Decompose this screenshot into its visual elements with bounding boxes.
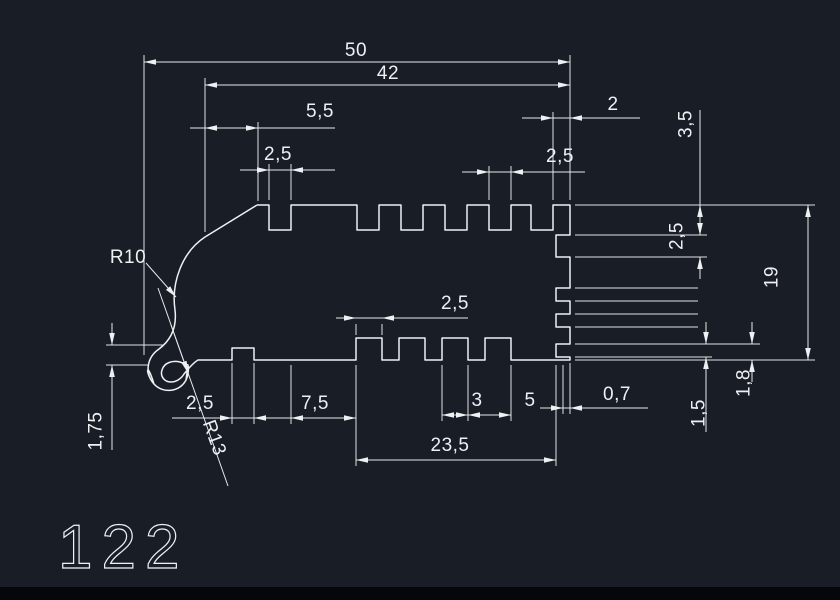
- dimension-text: 50 42 5,5 2,5 2 2,5 2,5 0,7 3 5 23,5 7,5…: [86, 40, 783, 459]
- dim-1-5-right[interactable]: 1,5: [689, 399, 710, 427]
- dim-42[interactable]: 42: [377, 63, 399, 84]
- dim-0-7[interactable]: 0,7: [603, 384, 631, 405]
- dim-2-5-right[interactable]: 2,5: [667, 222, 688, 250]
- window-bottom-edge: [0, 587, 840, 600]
- dim-2-5-top-right[interactable]: 2,5: [546, 146, 574, 167]
- dim-2-5-top-left[interactable]: 2,5: [264, 144, 292, 165]
- dim-2-top-right[interactable]: 2: [607, 94, 618, 115]
- dim-3-5-right[interactable]: 3,5: [676, 110, 697, 138]
- dim-1-8-right[interactable]: 1,8: [734, 369, 755, 397]
- profile-outline[interactable]: [146, 204, 571, 392]
- part-number: 122: [58, 513, 188, 582]
- dim-2-5-mid[interactable]: 2,5: [441, 293, 469, 314]
- dim-3-bottom[interactable]: 3: [471, 390, 482, 411]
- dim-2-5-bottom-left[interactable]: 2,5: [186, 393, 214, 414]
- dim-19-right[interactable]: 19: [762, 266, 783, 288]
- dimension-lines[interactable]: [109, 59, 811, 463]
- dim-50[interactable]: 50: [345, 40, 367, 61]
- dim-23-5[interactable]: 23,5: [431, 435, 470, 456]
- radius-r10[interactable]: R10: [110, 247, 146, 268]
- radius-leaders[interactable]: [145, 262, 229, 487]
- dim-1-75-left[interactable]: 1,75: [86, 412, 107, 451]
- radius-r13[interactable]: R13: [198, 417, 230, 458]
- dim-5-bottom[interactable]: 5: [524, 390, 535, 411]
- dim-5-5[interactable]: 5,5: [306, 101, 334, 122]
- dim-7-5[interactable]: 7,5: [301, 393, 329, 414]
